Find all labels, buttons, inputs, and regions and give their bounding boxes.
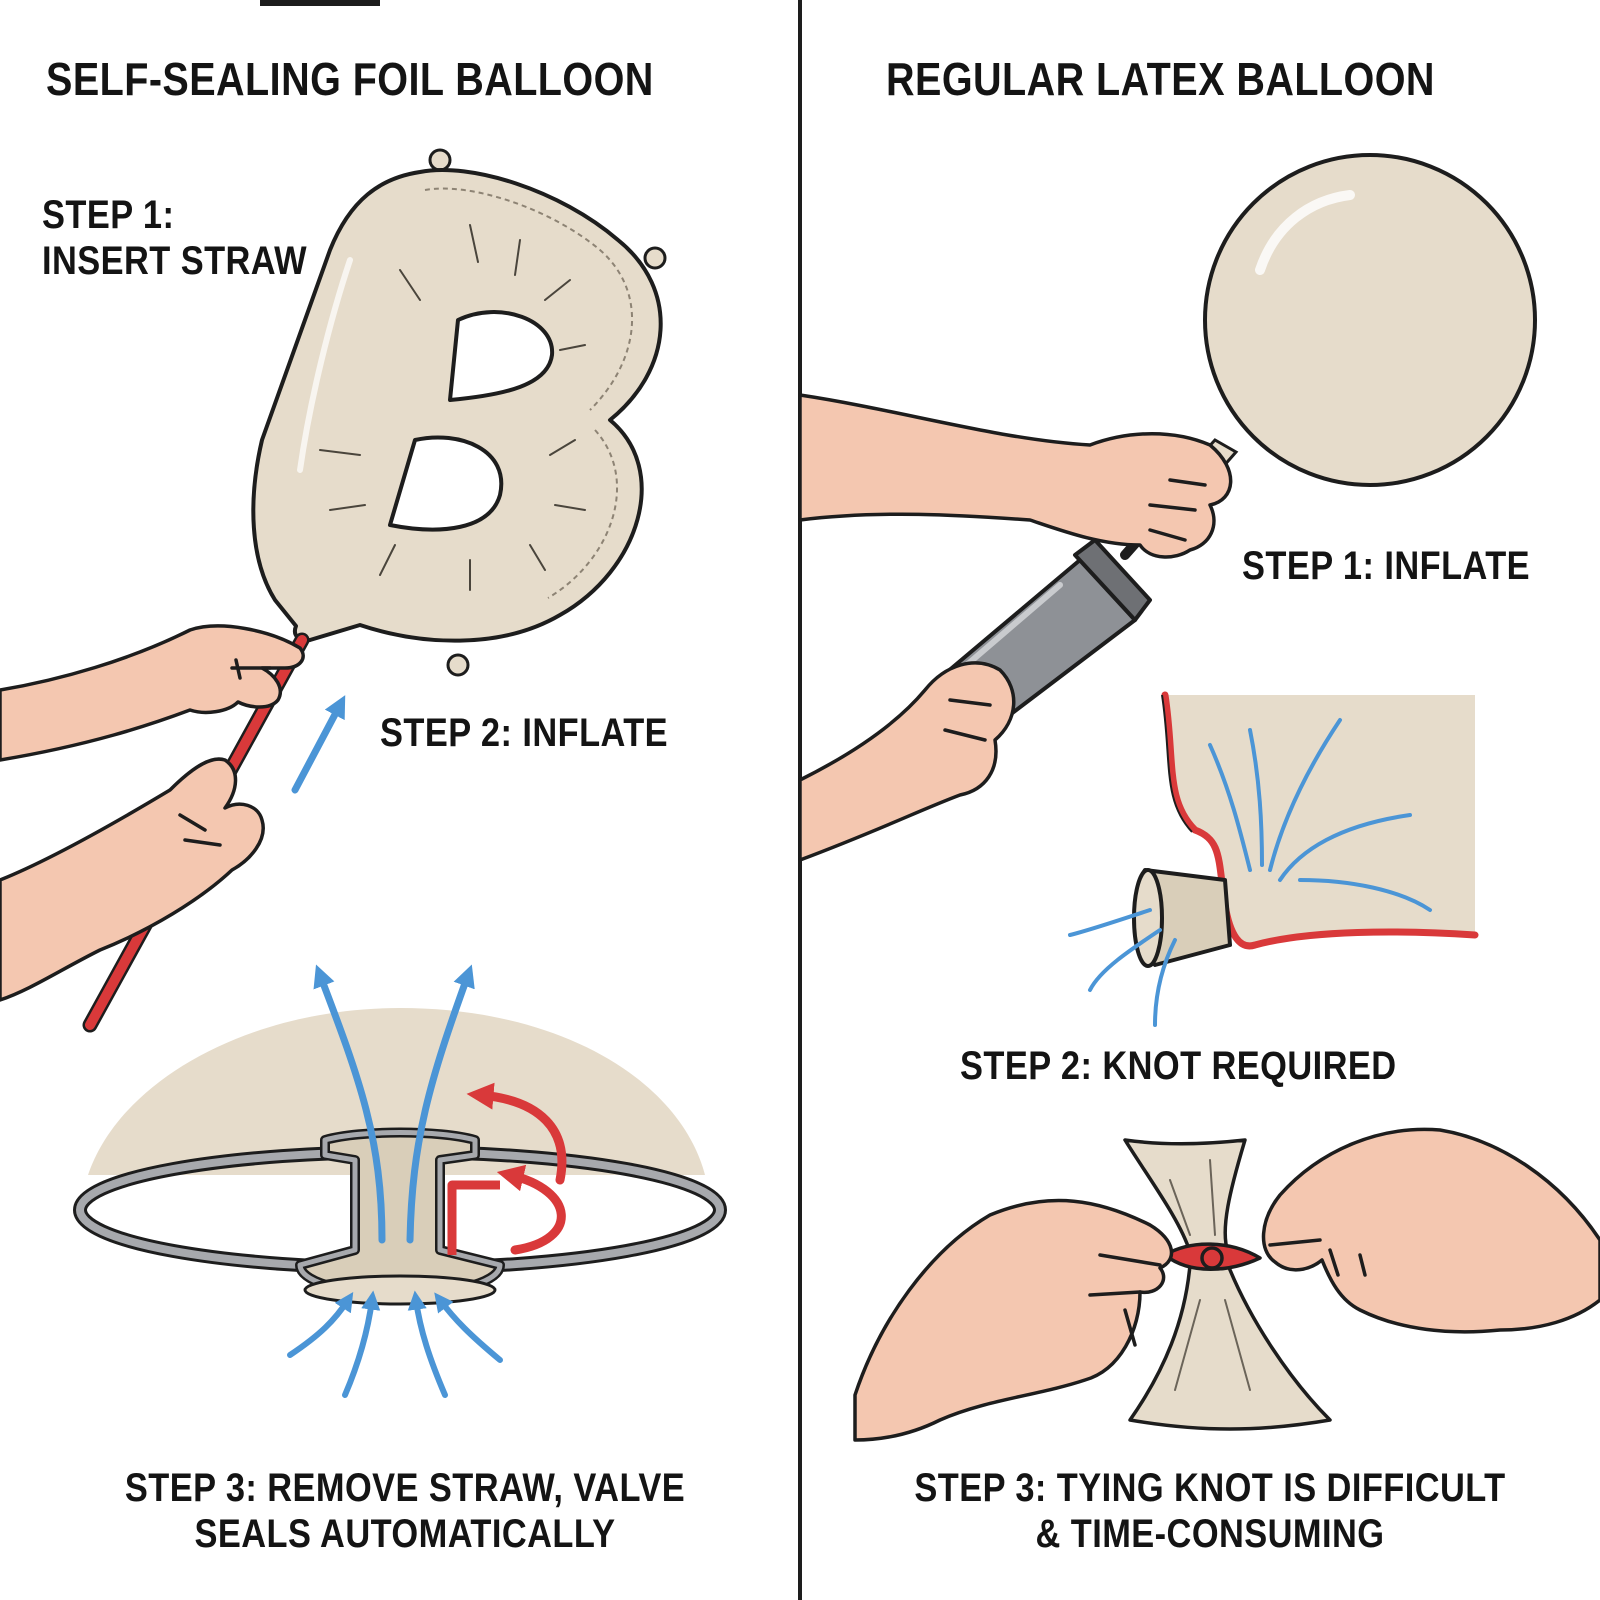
escaping-air-lines — [1068, 718, 1432, 1027]
valve-air-arrow-left — [313, 964, 386, 1244]
right-tying-hand — [1261, 1127, 1600, 1334]
pressure-arrow-3 — [407, 1290, 448, 1398]
seal-flap — [447, 1180, 500, 1255]
right-tying-hand-fingers — [1268, 1238, 1367, 1277]
left-hands-straw — [0, 624, 305, 1002]
left-step1-line1: STEP 1: — [42, 193, 175, 237]
seal-arrow-top — [466, 1082, 567, 1185]
foil-tab-right — [643, 246, 667, 270]
right-step2-label: STEP 2: KNOT REQUIRED — [960, 1044, 1397, 1088]
left-step3-line1: STEP 3: REMOVE STRAW, VALVE — [124, 1466, 686, 1510]
left-tying-hand-fingers — [1088, 1253, 1162, 1347]
knot-closeup — [1068, 691, 1479, 1027]
upper-hand — [0, 624, 305, 762]
foil-hole-lower — [388, 435, 504, 532]
seal-arrow-bottom — [496, 1164, 566, 1255]
tying-knot — [853, 1127, 1600, 1442]
pressure-arrow-2 — [342, 1290, 381, 1398]
left-panel-title: SELF-SEALING FOIL BALLOON — [46, 53, 654, 105]
foil-tab-bottom — [446, 653, 470, 677]
foil-hole-upper — [448, 310, 555, 402]
left-step1-label: STEP 1: INSERT STRAW — [42, 192, 307, 284]
valve-cross-section — [73, 964, 727, 1398]
pump-barrel-shine — [952, 582, 1063, 678]
left-step3-label: STEP 3: REMOVE STRAW, VALVE SEALS AUTOMA… — [104, 1465, 706, 1557]
right-step3-label: STEP 3: TYING KNOT IS DIFFICULT & TIME-C… — [883, 1465, 1537, 1557]
right-step1-label: STEP 1: INFLATE — [1242, 544, 1531, 588]
valve-base-opening — [303, 1274, 497, 1306]
foil-balloon-body — [251, 167, 663, 643]
lower-hand-knuckles — [178, 813, 222, 847]
right-panel-title: REGULAR LATEX BALLOON — [886, 53, 1435, 105]
right-step3-line2: & TIME-CONSUMING — [1035, 1512, 1385, 1556]
upper-right-hand-fingers — [1148, 478, 1207, 542]
left-step3-line2: SEALS AUTOMATICALLY — [194, 1512, 616, 1556]
pressure-arrow-4 — [434, 1292, 503, 1363]
lower-right-hand — [798, 661, 1016, 862]
left-step2-label: STEP 2: INFLATE — [380, 711, 669, 755]
closeup-balloon-surface — [1165, 695, 1475, 946]
latex-balloon — [1192, 153, 1537, 487]
pump-cap — [1073, 538, 1152, 622]
top-edge-mark — [260, 0, 380, 6]
latex-balloon-body — [1203, 153, 1537, 487]
upper-hand-fingers — [230, 658, 272, 680]
right-step3-line1: STEP 3: TYING KNOT IS DIFFICULT — [914, 1466, 1506, 1510]
knot-folds — [1169, 1159, 1251, 1391]
pressure-arrow-1 — [287, 1291, 354, 1358]
closeup-neck-opening — [1132, 868, 1164, 968]
inflate-arrow-left — [291, 695, 346, 794]
valve-air-arrow-right — [406, 964, 475, 1244]
left-step1-line2: INSERT STRAW — [42, 239, 308, 283]
right-hands-pump — [798, 393, 1233, 862]
left-tying-hand — [853, 1198, 1174, 1442]
closeup-outline — [1161, 694, 1193, 833]
foil-balloon-letter-b — [251, 148, 667, 677]
foil-tab-top — [428, 148, 452, 172]
knot-balloon-neck-bottom — [1128, 1263, 1332, 1431]
upper-right-hand — [798, 393, 1233, 559]
lower-right-hand-knuckles — [943, 698, 992, 742]
latex-balloon-shine — [1255, 190, 1355, 275]
foil-highlight — [297, 257, 353, 473]
foil-inner-seam — [424, 187, 634, 599]
lower-hand — [0, 757, 265, 1002]
knot-center — [1200, 1246, 1224, 1270]
foil-wrinkles — [319, 224, 586, 591]
